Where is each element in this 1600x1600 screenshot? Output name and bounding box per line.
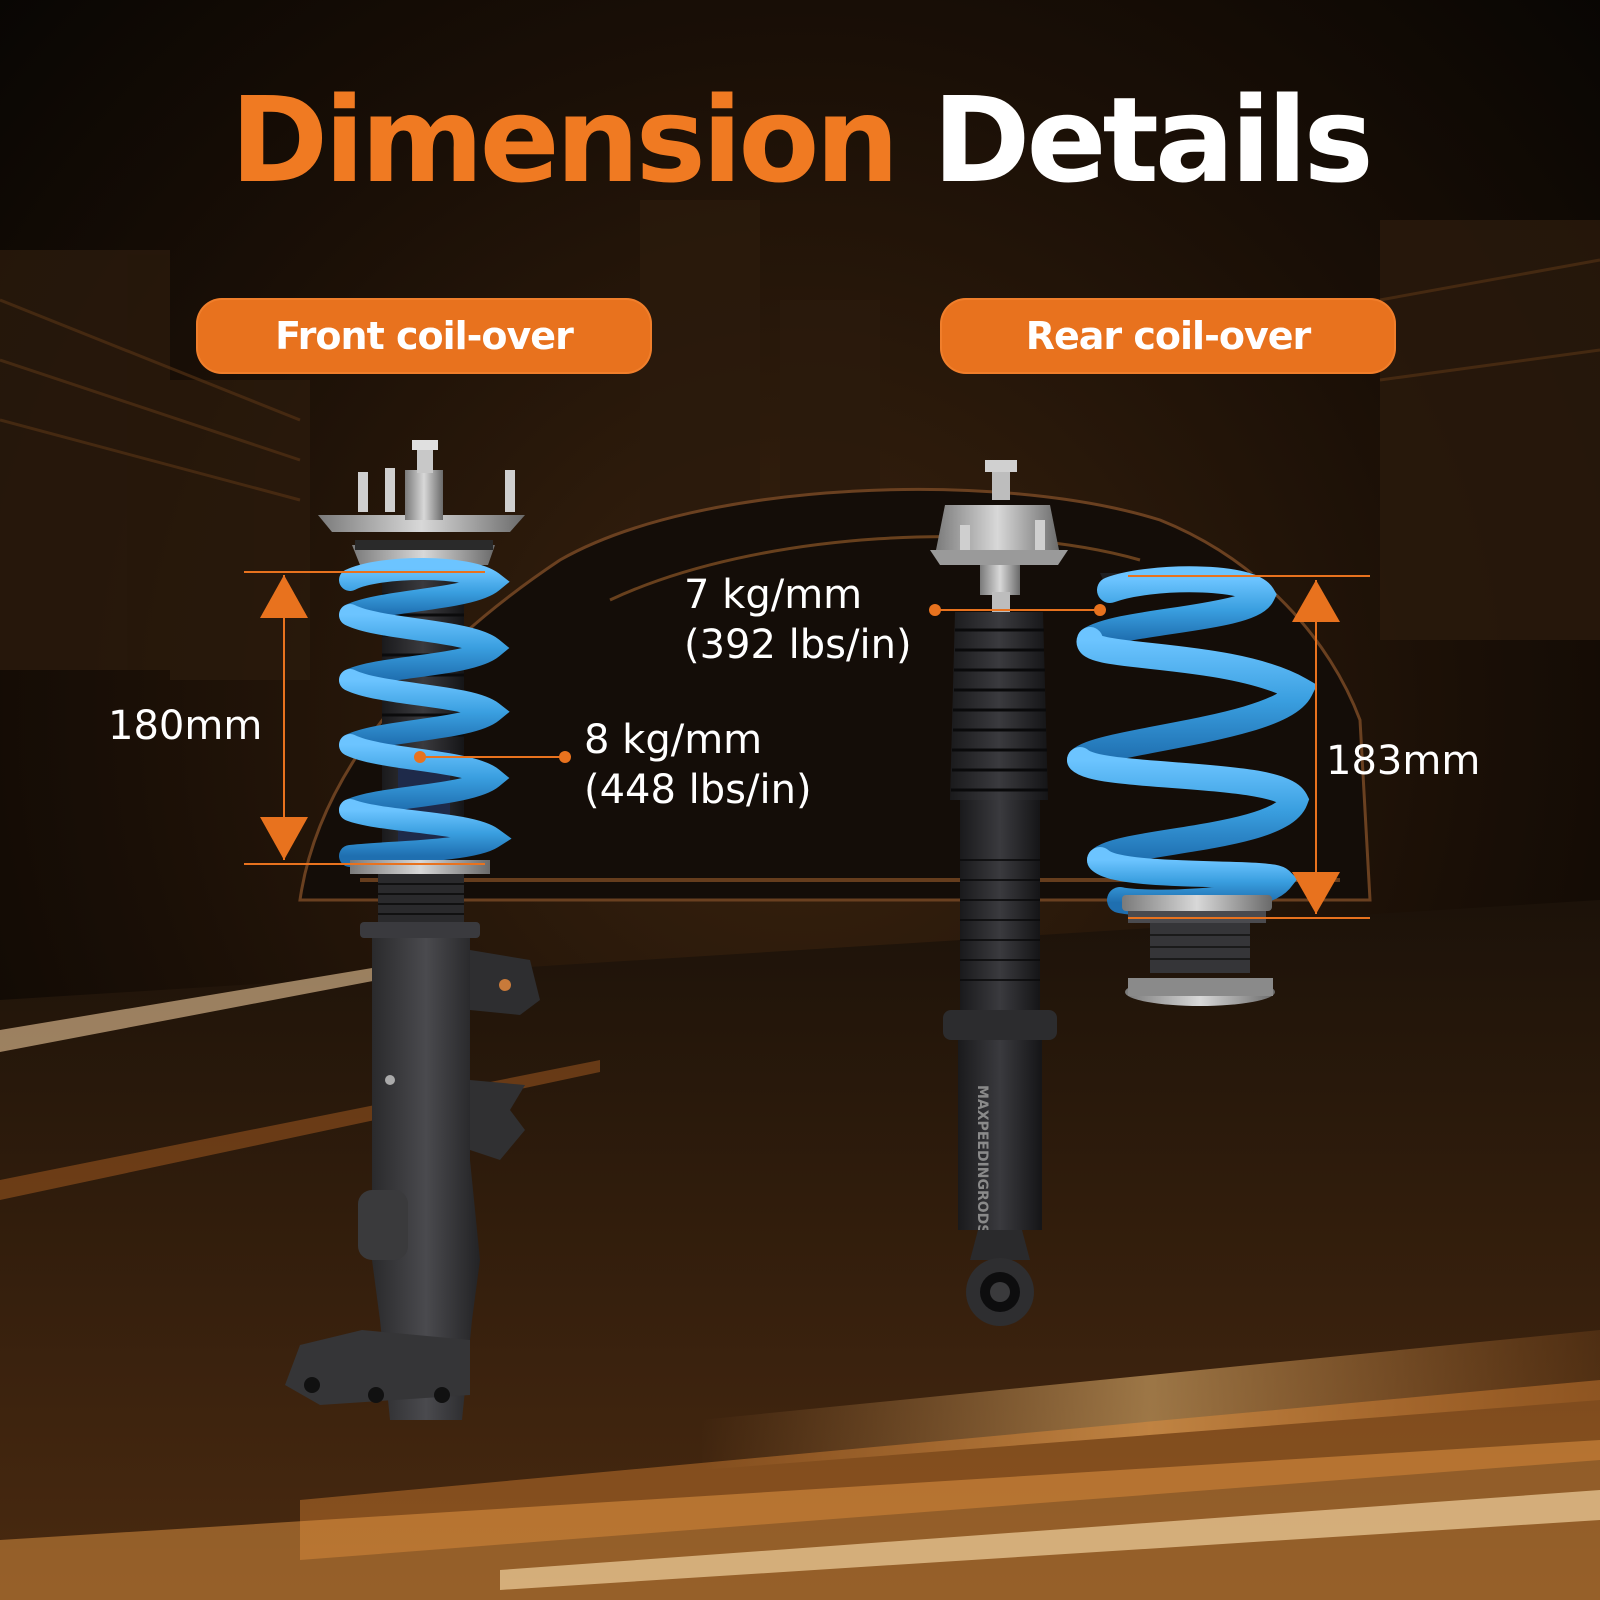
front-spring-rate-kg: 8 kg/mm xyxy=(584,717,763,763)
front-coilover-badge: Front coil-over xyxy=(196,298,652,374)
rear-spring-rate-kg: 7 kg/mm xyxy=(684,572,863,618)
arrow-down-icon xyxy=(260,817,308,860)
rear-rate-callout xyxy=(929,604,1106,616)
front-height-label: 180mm xyxy=(108,703,263,749)
shock-brand-text: MAXPEEDINGRODS xyxy=(974,1085,990,1234)
arrow-up-icon xyxy=(1292,580,1340,622)
rear-spring xyxy=(1067,566,1318,1006)
arrow-down-icon xyxy=(1292,872,1340,914)
front-height-dimension xyxy=(244,571,485,865)
rear-height-dimension xyxy=(1128,575,1370,919)
front-rate-callout xyxy=(414,751,571,763)
front-coilover xyxy=(285,440,540,1420)
rear-spring-rate-lbs: (392 lbs/in) xyxy=(684,622,912,668)
title-word-details: Details xyxy=(932,71,1374,209)
title-word-dimension: Dimension xyxy=(230,71,899,209)
rear-coilover-badge: Rear coil-over xyxy=(940,298,1396,374)
front-spring-rate-lbs: (448 lbs/in) xyxy=(584,767,812,813)
arrow-up-icon xyxy=(260,575,308,618)
page-title: Dimension Details xyxy=(0,70,1600,210)
rear-shock: MAXPEEDINGRODS xyxy=(930,460,1068,1326)
rear-height-label: 183mm xyxy=(1326,738,1481,784)
